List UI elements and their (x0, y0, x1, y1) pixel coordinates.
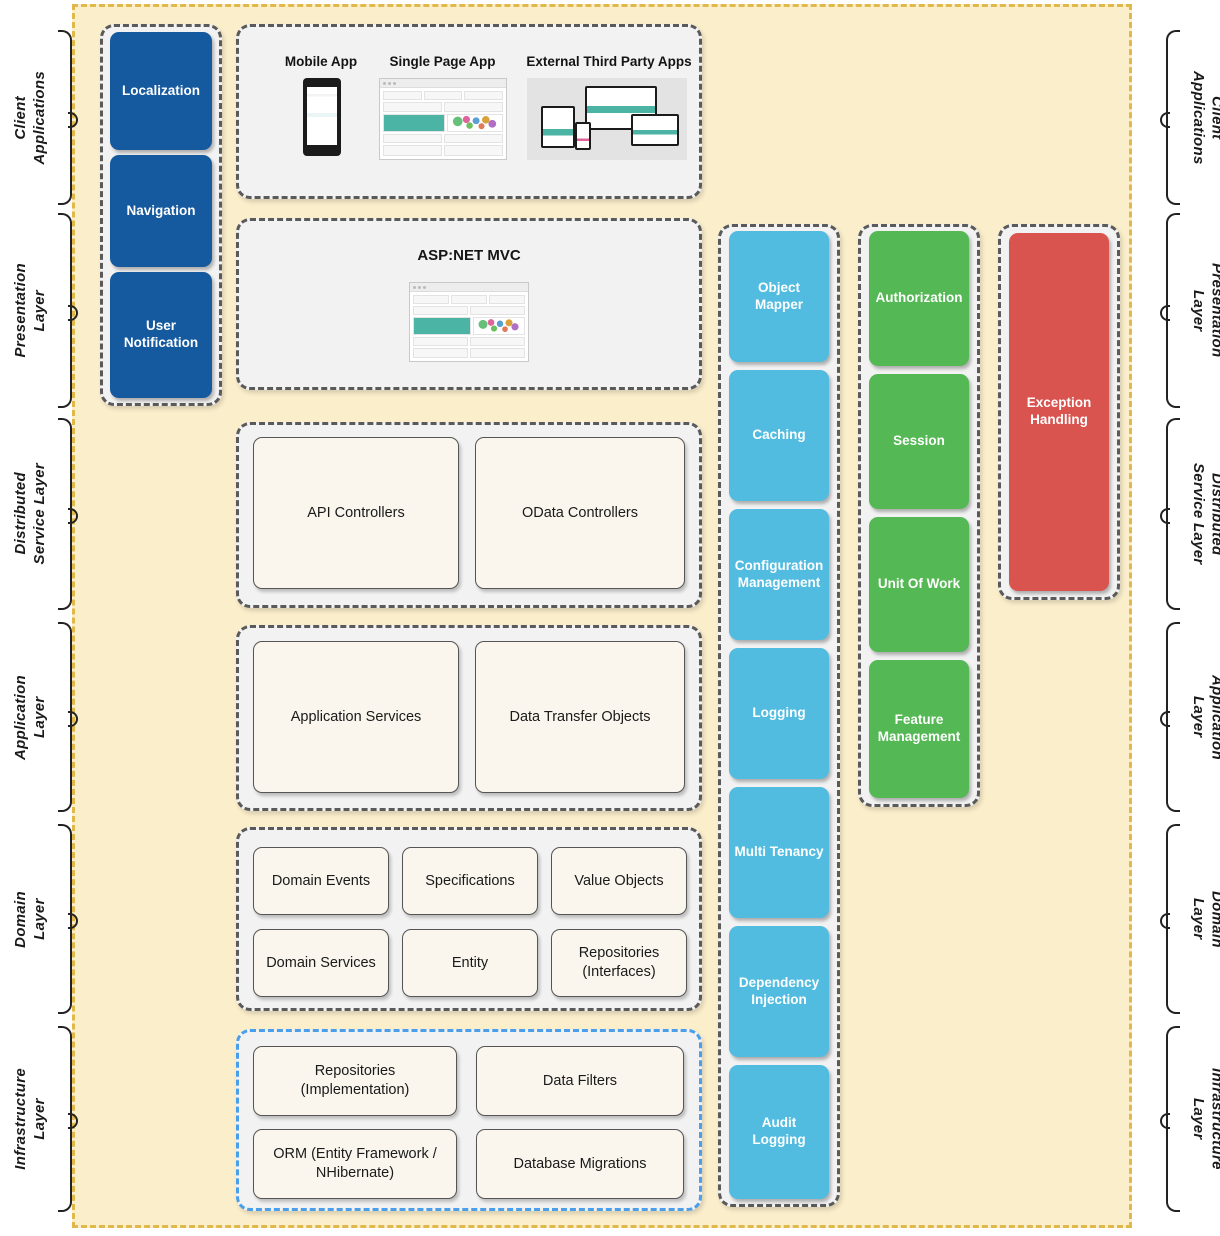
brace-shape (1160, 418, 1180, 610)
card-repositories-interfaces[interactable]: Repositories (Interfaces) (551, 929, 687, 997)
right-bracket-application-layer: Application Layer (1160, 622, 1220, 812)
card-api-controllers[interactable]: API Controllers (253, 437, 459, 589)
left-bracket-label: Application Layer (12, 674, 48, 760)
right-bracket-label: Infrastructure Layer (1189, 1068, 1220, 1170)
device-phone (575, 122, 591, 150)
chip-dependency-injection[interactable]: Dependency Injection (729, 926, 829, 1057)
right-bracket-label: Application Layer (1189, 674, 1220, 760)
chip-navigation[interactable]: Navigation (110, 155, 212, 267)
brace-shape (57, 622, 78, 812)
brace-shape (57, 213, 78, 408)
brace-shape (1160, 30, 1180, 205)
chip-audit-logging[interactable]: Audit Logging (729, 1065, 829, 1199)
card-domain-events[interactable]: Domain Events (253, 847, 389, 915)
left-bracket-label: Presentation Layer (12, 263, 48, 358)
client-app-label-spa: Single Page App (389, 54, 496, 69)
chip-exception-handling[interactable]: Exception Handling (1009, 233, 1109, 591)
brace-shape (57, 1026, 78, 1212)
card-odata-controllers[interactable]: OData Controllers (475, 437, 685, 589)
chip-configuration-management[interactable]: Configuration Management (729, 509, 829, 640)
left-bracket-presentation-layer: Presentation Layer (12, 213, 78, 408)
card-value-objects[interactable]: Value Objects (551, 847, 687, 915)
left-bracket-column: Client Applications Presentation Layer D… (0, 0, 78, 1236)
left-bracket-infrastructure-layer: Infrastructure Layer (12, 1026, 78, 1212)
left-bracket-label: Client Applications (12, 70, 48, 165)
left-bracket-domain-layer: Domain Layer (12, 824, 78, 1014)
asp-net-mvc-title: ASP:NET MVC (417, 247, 521, 264)
right-bracket-label: Presentation Layer (1189, 263, 1220, 358)
left-bracket-label: Distributed Service Layer (12, 463, 48, 565)
brace-shape (1160, 213, 1180, 408)
card-entity[interactable]: Entity (402, 929, 538, 997)
brace-shape (57, 824, 78, 1014)
right-bracket-label: Domain Layer (1189, 890, 1220, 948)
chip-logging[interactable]: Logging (729, 648, 829, 779)
left-bracket-distributed-service-layer: Distributed Service Layer (12, 418, 78, 610)
chip-localization[interactable]: Localization (110, 32, 212, 150)
card-database-migrations[interactable]: Database Migrations (476, 1129, 684, 1199)
chip-authorization[interactable]: Authorization (869, 231, 969, 366)
right-bracket-column: Client Applications Presentation Layer D… (1148, 0, 1220, 1236)
right-bracket-client-applications: Client Applications (1160, 30, 1220, 205)
card-application-services[interactable]: Application Services (253, 641, 459, 793)
brace-shape (1160, 622, 1180, 812)
browser-content (410, 292, 528, 361)
card-data-transfer-objects[interactable]: Data Transfer Objects (475, 641, 685, 793)
device-tablet (541, 106, 575, 148)
device-desktop (585, 86, 657, 130)
card-domain-services[interactable]: Domain Services (253, 929, 389, 997)
mobile-phone-thumbnail (303, 78, 341, 156)
chip-feature-management[interactable]: Feature Management (869, 660, 969, 798)
left-bracket-label: Infrastructure Layer (12, 1068, 48, 1170)
phone-screen (307, 87, 337, 145)
brace-shape (57, 30, 78, 205)
right-bracket-presentation-layer: Presentation Layer (1160, 213, 1220, 408)
client-app-label-mobile: Mobile App (284, 54, 358, 69)
chip-object-mapper[interactable]: Object Mapper (729, 231, 829, 362)
card-specifications[interactable]: Specifications (402, 847, 538, 915)
chip-unit-of-work[interactable]: Unit Of Work (869, 517, 969, 652)
browser-chrome-bar (380, 79, 506, 88)
right-bracket-domain-layer: Domain Layer (1160, 824, 1220, 1014)
chip-caching[interactable]: Caching (729, 370, 829, 501)
brace-shape (57, 418, 78, 610)
card-orm[interactable]: ORM (Entity Framework / NHibernate) (253, 1129, 457, 1199)
browser-dashboard-thumbnail (379, 78, 507, 160)
client-app-label-external: External Third Party Apps (526, 54, 692, 69)
left-bracket-label: Domain Layer (12, 890, 48, 948)
browser-content (380, 88, 506, 159)
right-bracket-label: Client Applications (1189, 70, 1220, 165)
right-bracket-distributed-service-layer: Distributed Service Layer (1160, 418, 1220, 610)
browser-chrome-bar (410, 283, 528, 292)
left-bracket-application-layer: Application Layer (12, 622, 78, 812)
right-bracket-infrastructure-layer: Infrastructure Layer (1160, 1026, 1220, 1212)
chip-session[interactable]: Session (869, 374, 969, 509)
multi-device-thumbnail (527, 78, 687, 160)
brace-shape (1160, 824, 1180, 1014)
chip-user-notification[interactable]: User Notification (110, 272, 212, 398)
left-bracket-client-applications: Client Applications (12, 30, 78, 205)
card-repositories-implementation[interactable]: Repositories (Implementation) (253, 1046, 457, 1116)
brace-shape (1160, 1026, 1180, 1212)
card-data-filters[interactable]: Data Filters (476, 1046, 684, 1116)
right-bracket-label: Distributed Service Layer (1189, 463, 1220, 565)
device-laptop (631, 114, 679, 146)
presentation-dashboard-thumbnail (409, 282, 529, 362)
chip-multi-tenancy[interactable]: Multi Tenancy (729, 787, 829, 918)
